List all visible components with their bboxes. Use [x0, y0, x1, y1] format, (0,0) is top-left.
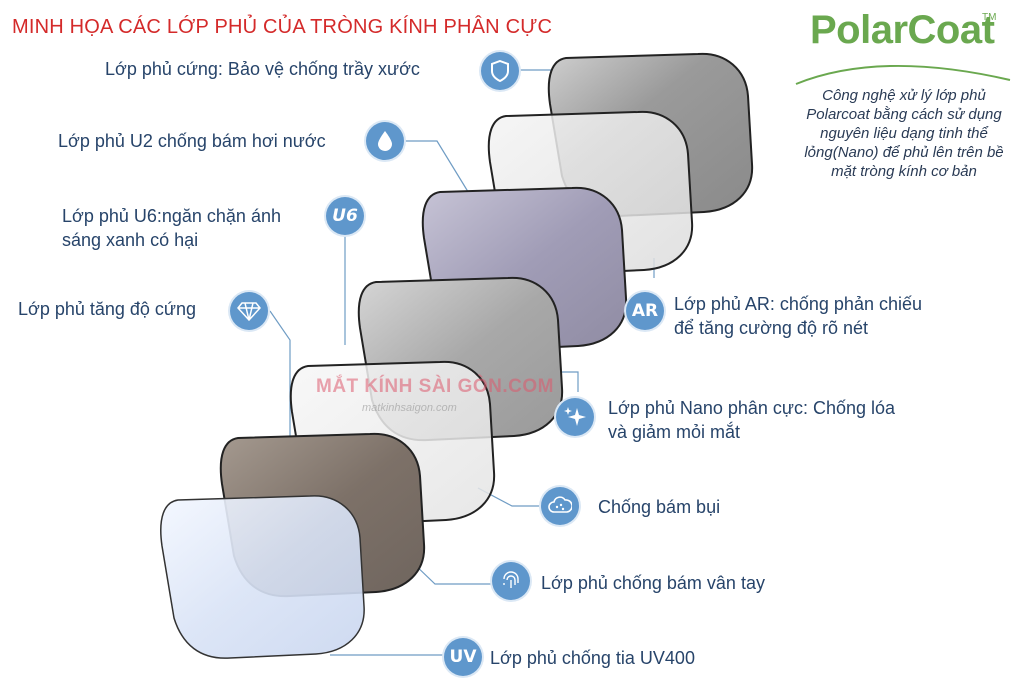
u6-badge-icon: U6: [326, 197, 364, 235]
label-ar-line2: để tăng cường độ rõ nét: [674, 318, 868, 338]
label-u6-line1: Lớp phủ U6:ngăn chặn ánh: [62, 206, 281, 226]
polarcoat-tm: TM: [982, 12, 997, 23]
label-u2: Lớp phủ U2 chống bám hơi nước: [58, 131, 326, 151]
ar-badge-text: AR: [631, 301, 659, 321]
dust-icon: [541, 487, 579, 525]
diamond-icon: [230, 292, 268, 330]
uv-badge-text: UV: [449, 647, 477, 667]
uv-badge-icon: UV: [444, 638, 482, 676]
page-title: MINH HỌA CÁC LỚP PHỦ CỦA TRÒNG KÍNH PHÂN…: [12, 16, 553, 38]
fingerprint-icon: [492, 562, 530, 600]
label-u6-line2: sáng xanh có hại: [62, 230, 199, 250]
label-hardness: Lớp phủ tăng độ cứng: [18, 299, 196, 319]
label-uv: Lớp phủ chống tia UV400: [490, 648, 695, 668]
polarcoat-logo: PolarCoat: [810, 8, 995, 52]
sparkle-icon: [556, 398, 594, 436]
watermark: MẮT KÍNH SÀI GÒN.COM: [316, 376, 554, 397]
label-hard-coat: Lớp phủ cứng: Bảo vệ chống trầy xước: [105, 59, 420, 79]
polarcoat-description: Công nghệ xử lý lớp phủ Polarcoat bằng c…: [804, 87, 1004, 180]
connector-u2: [405, 140, 471, 196]
label-nano-line1: Lớp phủ Nano phân cực: Chống lóa: [608, 398, 896, 418]
shield-icon: [481, 52, 519, 90]
connector-hardness: [269, 310, 291, 440]
label-dust: Chống bám bụi: [598, 497, 721, 517]
watermark-sub: matkinhsaigon.com: [362, 402, 457, 414]
ar-badge-icon: AR: [626, 292, 664, 330]
connector-nano: [560, 371, 579, 392]
water-drop-icon: [366, 122, 404, 160]
label-nano-line2: và giảm mỏi mắt: [608, 422, 741, 442]
label-fingerprint: Lớp phủ chống bám vân tay: [541, 573, 765, 593]
lens-uv: [160, 495, 365, 659]
u6-badge-text: U6: [332, 206, 358, 226]
brand-swoosh: [795, 64, 1011, 85]
label-ar-line1: Lớp phủ AR: chống phản chiếu: [674, 294, 922, 314]
